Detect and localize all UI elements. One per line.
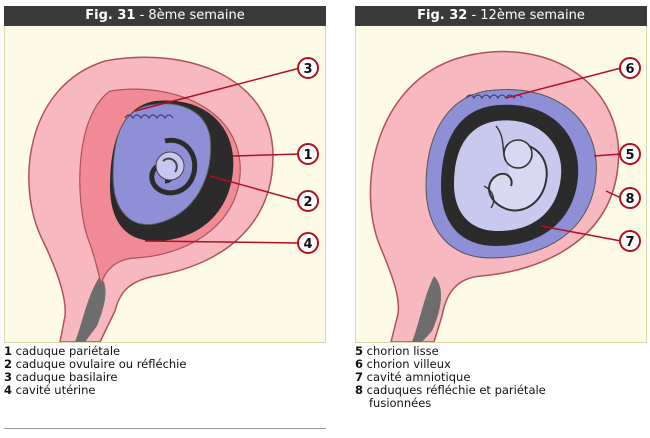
figure-32-panel: Fig. 32 - 12ème semaine: [355, 6, 647, 343]
legend-divider: [4, 428, 326, 429]
callout-7: 7: [620, 231, 640, 251]
callout-6: 6: [620, 58, 640, 78]
svg-text:6: 6: [625, 62, 634, 77]
callout-3: 3: [298, 58, 318, 78]
svg-text:2: 2: [303, 195, 312, 210]
svg-text:8: 8: [625, 192, 634, 207]
figure-31-title: Fig. 31 - 8ème semaine: [4, 6, 326, 26]
figure-32-title: Fig. 32 - 12ème semaine: [355, 6, 647, 26]
svg-text:4: 4: [303, 237, 312, 252]
svg-text:5: 5: [625, 148, 634, 163]
svg-text:7: 7: [625, 235, 634, 250]
figure-31-illustration-area: 3 1 2 4: [4, 26, 326, 343]
figure-32-number: Fig. 32: [417, 8, 467, 23]
callout-2: 2: [298, 191, 318, 211]
figure-31-illustration: 3 1 2 4: [5, 26, 325, 342]
callout-1: 1: [298, 144, 318, 164]
figure-32-caption: - 12ème semaine: [467, 8, 585, 23]
legend-item: 4 cavité utérine: [4, 384, 186, 397]
svg-text:3: 3: [303, 62, 312, 77]
figure-31-number: Fig. 31: [85, 8, 135, 23]
callout-5: 5: [620, 144, 640, 164]
legend-item: fusionnées: [355, 397, 546, 410]
callout-4: 4: [298, 233, 318, 253]
svg-text:1: 1: [303, 148, 312, 163]
figure-31-caption: - 8ème semaine: [135, 8, 244, 23]
figure-31-panel: Fig. 31 - 8ème semaine: [4, 6, 326, 343]
figure-31-legend: 1 caduque pariétale 2 caduque ovulaire o…: [4, 345, 186, 397]
figure-32-illustration-area: 6 5 8 7: [355, 26, 647, 343]
callout-8: 8: [620, 188, 640, 208]
figure-32-illustration: 6 5 8 7: [356, 26, 646, 342]
figure-32-legend: 5 chorion lisse 6 chorion villeux 7 cavi…: [355, 345, 546, 410]
